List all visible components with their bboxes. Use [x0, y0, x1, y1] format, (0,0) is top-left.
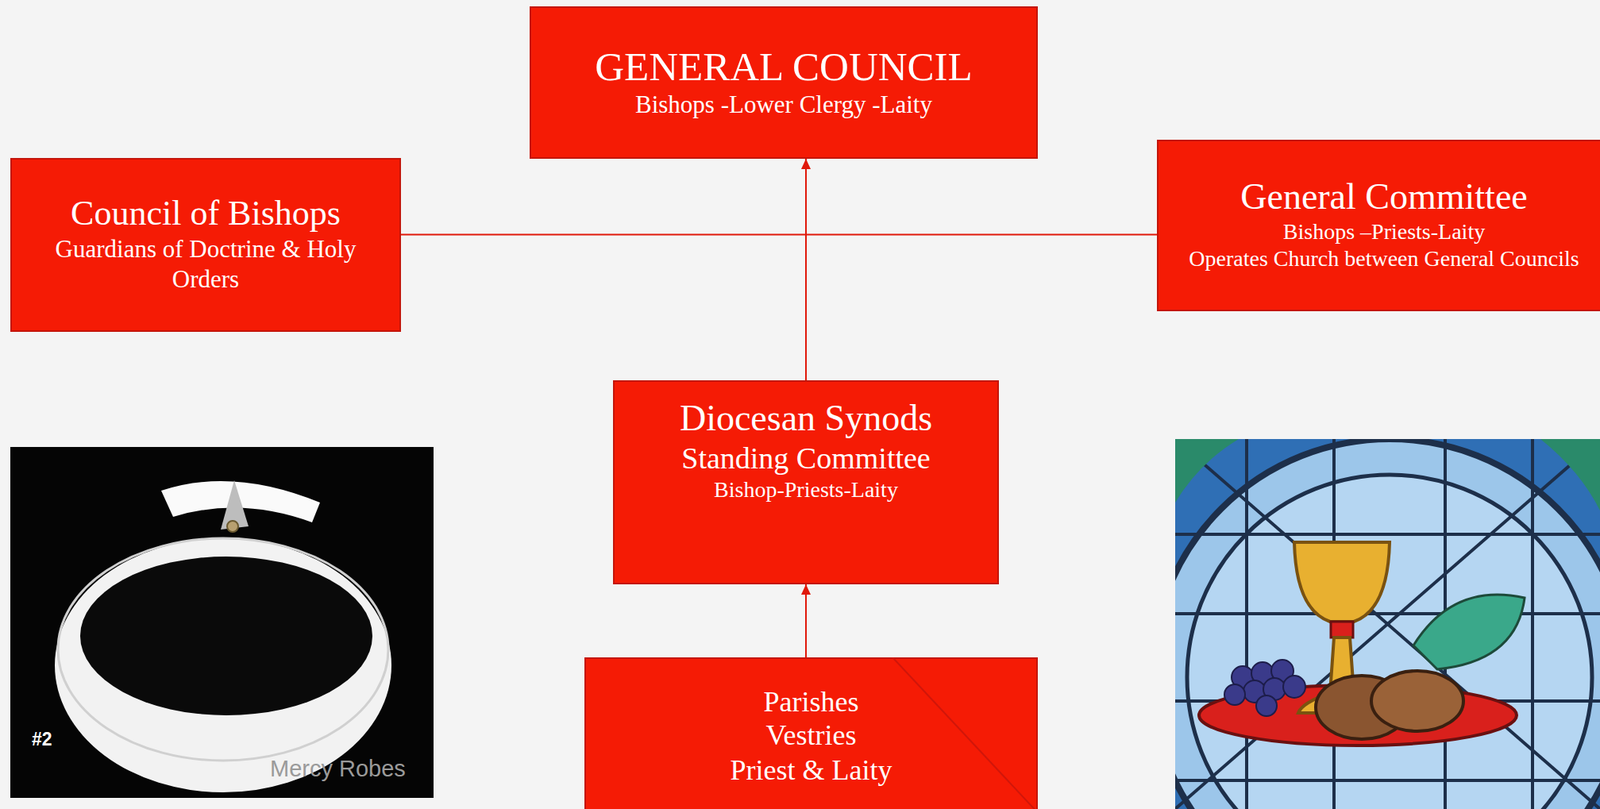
- box-title: Parishes: [763, 686, 860, 719]
- box-body: Bishops -Lower Clergy -Laity: [635, 89, 933, 120]
- chalice-knot: [1330, 621, 1354, 638]
- decor-line: [892, 657, 1038, 809]
- bread: [1371, 670, 1464, 732]
- connector: [400, 234, 1157, 236]
- box-title: General Committee: [1240, 176, 1528, 219]
- box-body: Bishops –Priests-Laity: [1283, 218, 1485, 246]
- collar-photo: [10, 447, 434, 799]
- org-box: General CommitteeBishops –Priests-LaityO…: [1156, 139, 1600, 312]
- glass-circle: [1175, 439, 1600, 809]
- box-body: Vestries: [766, 718, 857, 754]
- vine-leaf: [1413, 594, 1525, 670]
- watermark: Mercy Robes: [269, 755, 406, 783]
- collar-opening: [80, 556, 373, 716]
- box-body: Bishop-Priests-Laity: [713, 476, 899, 504]
- box-body: Priest & Laity: [730, 753, 893, 789]
- stained-glass-picture: [1175, 439, 1600, 809]
- org-box: Diocesan SynodsStanding CommitteeBishop-…: [613, 380, 999, 585]
- connector: [801, 584, 811, 658]
- glass-leaf: [1175, 439, 1239, 503]
- photo-ground: [10, 447, 434, 799]
- collar-stud: [227, 520, 239, 533]
- glass-leaf: [1540, 439, 1600, 511]
- org-box: Council of BishopsGuardians of Doctrine …: [10, 158, 401, 332]
- box-title: Diocesan Synods: [679, 397, 933, 440]
- org-box: GENERAL COUNCILBishops -Lower Clergy -La…: [529, 6, 1038, 159]
- collar-band: [54, 538, 392, 793]
- box-title: GENERAL COUNCIL: [594, 43, 973, 91]
- org-box: ParishesVestriesPriest & Laity: [584, 657, 1038, 809]
- collar-edge: [57, 538, 389, 761]
- box-body: Standing Committee: [681, 439, 930, 477]
- box-title: Council of Bishops: [70, 193, 341, 235]
- connector: [801, 158, 811, 381]
- box-body: Guardians of Doctrine & Holy Orders: [24, 234, 387, 295]
- chalice-cup: [1294, 542, 1390, 622]
- box-body: Operates Church between General Councils: [1188, 245, 1579, 273]
- grapes: [1224, 659, 1306, 717]
- callout-number: #2: [31, 728, 53, 751]
- glass-leading: [1175, 439, 1600, 809]
